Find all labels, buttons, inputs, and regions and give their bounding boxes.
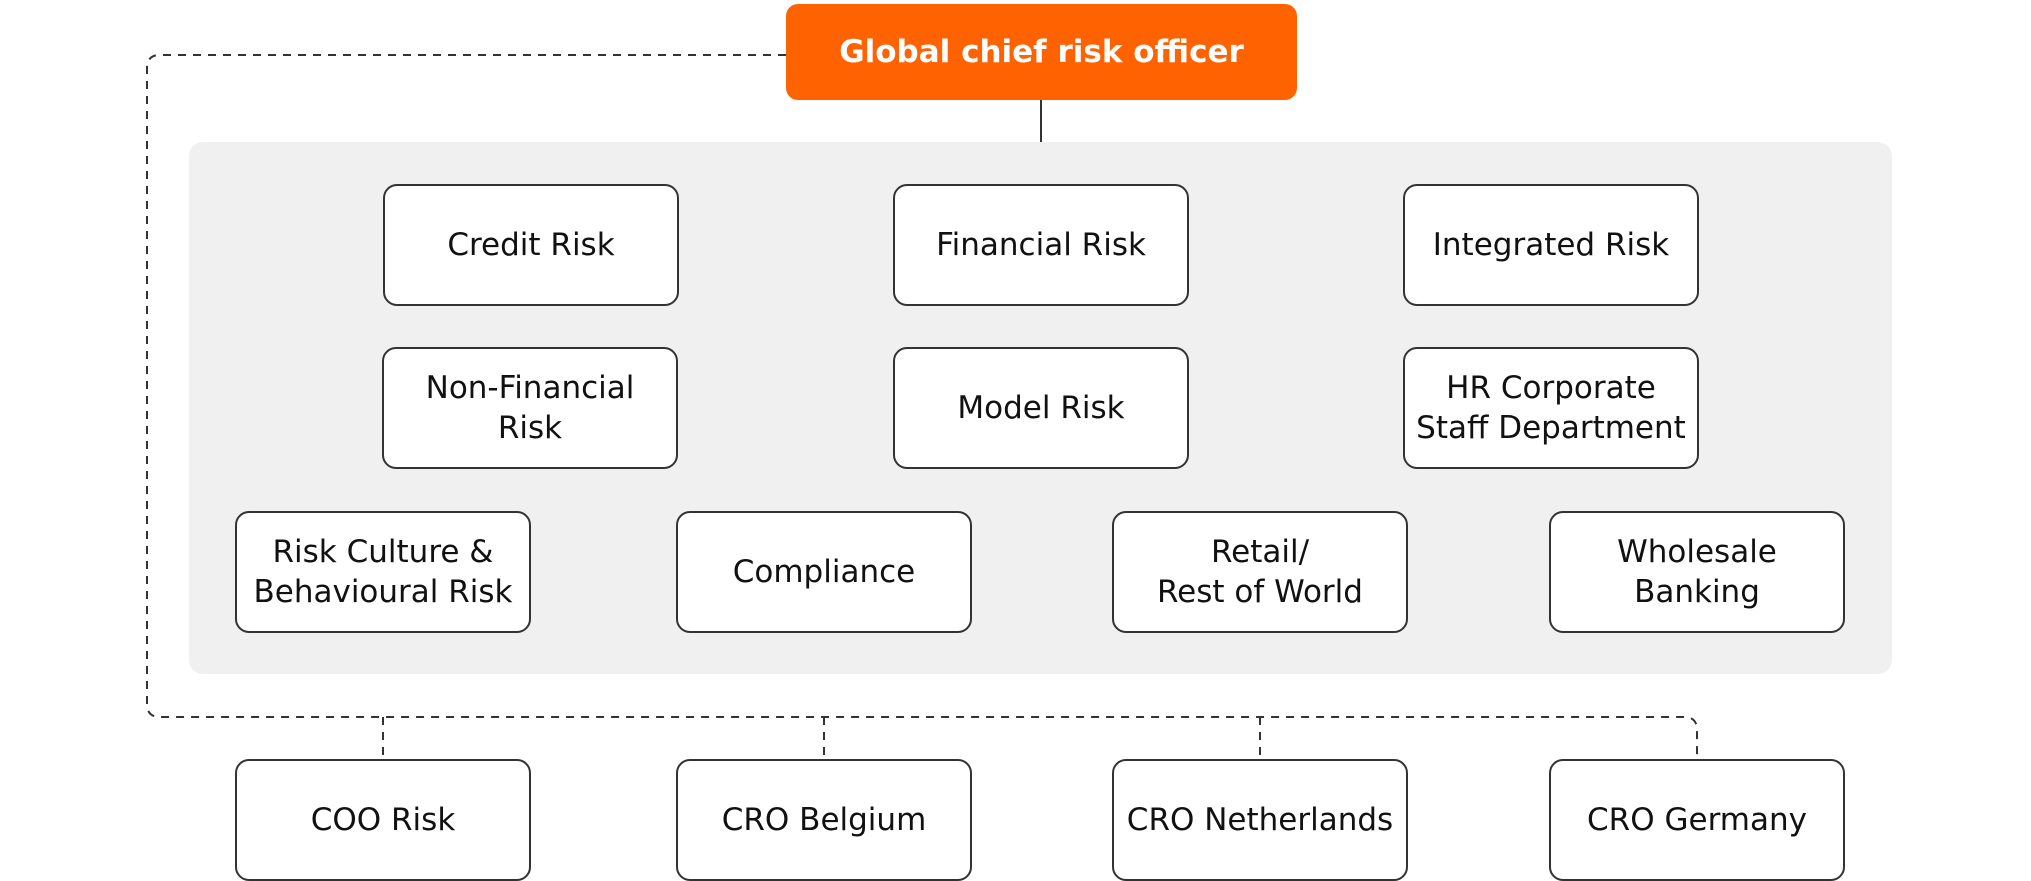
credit-risk-label: Credit Risk bbox=[447, 227, 615, 263]
model-risk-label: Model Risk bbox=[957, 390, 1125, 426]
cro-germany-box: CRO Germany bbox=[1549, 759, 1845, 881]
credit-risk-box: Credit Risk bbox=[383, 184, 679, 306]
hr-corporate-staff-box: HR Corporate Staff Department bbox=[1403, 347, 1699, 469]
cro-belgium-label: CRO Belgium bbox=[721, 802, 927, 838]
integrated-risk-box: Integrated Risk bbox=[1403, 184, 1699, 306]
retail-rest-of-world-label: Retail/ Rest of World bbox=[1157, 534, 1363, 610]
financial-risk-box: Financial Risk bbox=[893, 184, 1189, 306]
coo-risk-box: COO Risk bbox=[235, 759, 531, 881]
cro-netherlands-label: CRO Netherlands bbox=[1126, 802, 1394, 838]
hr-corporate-staff-label: HR Corporate Staff Department bbox=[1416, 370, 1686, 446]
financial-risk-label: Financial Risk bbox=[936, 227, 1146, 263]
risk-culture-box: Risk Culture & Behavioural Risk bbox=[235, 511, 531, 633]
non-financial-risk-box: Non-Financial Risk bbox=[382, 347, 678, 469]
model-risk-box: Model Risk bbox=[893, 347, 1189, 469]
global-cro-label: Global chief risk officer bbox=[839, 34, 1244, 70]
wholesale-banking-box: Wholesale Banking bbox=[1549, 511, 1845, 633]
wholesale-banking-label: Wholesale Banking bbox=[1617, 534, 1777, 610]
non-financial-risk-label: Non-Financial Risk bbox=[425, 370, 635, 446]
global-cro-box: Global chief risk officer bbox=[786, 4, 1297, 100]
coo-risk-label: COO Risk bbox=[310, 802, 456, 838]
compliance-label: Compliance bbox=[732, 554, 916, 590]
cro-belgium-box: CRO Belgium bbox=[676, 759, 972, 881]
integrated-risk-label: Integrated Risk bbox=[1432, 227, 1670, 263]
compliance-box: Compliance bbox=[676, 511, 972, 633]
retail-rest-of-world-box: Retail/ Rest of World bbox=[1112, 511, 1408, 633]
cro-germany-label: CRO Germany bbox=[1587, 802, 1807, 838]
dashed-reporting-line bbox=[146, 54, 1698, 759]
risk-culture-label: Risk Culture & Behavioural Risk bbox=[253, 534, 513, 610]
cro-netherlands-box: CRO Netherlands bbox=[1112, 759, 1408, 881]
